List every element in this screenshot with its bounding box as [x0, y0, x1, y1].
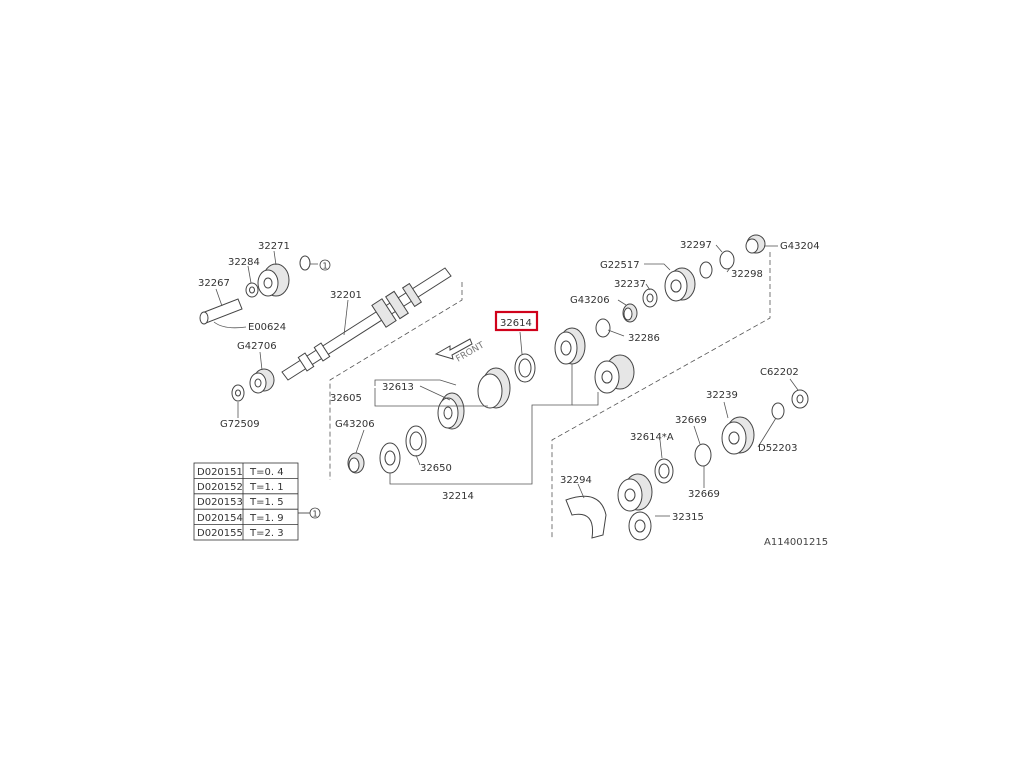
callout-32239[interactable]: 32239	[706, 390, 738, 401]
callout-32669-lower[interactable]: 32669	[688, 489, 720, 500]
part-32315-bearing-upper[interactable]	[617, 473, 653, 512]
part-32267-pin[interactable]	[199, 298, 243, 325]
part-32315-bearing-lower[interactable]	[628, 511, 652, 541]
part-32239-gear[interactable]	[721, 416, 755, 455]
callout-32214[interactable]: 32214	[442, 491, 474, 502]
highlight-box-32614	[494, 310, 539, 332]
part-G43204-needle-bearing[interactable]	[745, 234, 766, 254]
part-G72509-washer[interactable]	[231, 384, 245, 402]
callout-G22517[interactable]: G22517	[600, 260, 640, 271]
part-32284-washer[interactable]	[245, 282, 259, 298]
part-32214-gear-left[interactable]	[379, 442, 401, 474]
part-32614-synchro-ring[interactable]	[514, 353, 536, 383]
part-snap-ring-upper-left[interactable]	[299, 255, 311, 271]
callout-32201[interactable]: 32201	[330, 290, 362, 301]
leader-lines	[213, 244, 799, 517]
part-32614A-synchro-ring[interactable]	[654, 458, 674, 484]
part-32605-sleeve[interactable]	[477, 367, 511, 409]
callout-32650[interactable]: 32650	[420, 463, 452, 474]
part-32271-gear[interactable]	[257, 263, 290, 297]
callout-32614[interactable]: 32614	[500, 318, 532, 329]
callout-G43206-right[interactable]: G43206	[570, 295, 610, 306]
part-32286-collar[interactable]	[595, 318, 611, 338]
shim-row-2-thickness: T=1. 1	[249, 482, 284, 493]
shim-row-3-thickness: T=1. 5	[249, 497, 284, 508]
callout-32298[interactable]: 32298	[731, 269, 763, 280]
part-32201-mainshaft[interactable]	[281, 267, 452, 381]
callout-E00624[interactable]: E00624	[248, 322, 286, 333]
callout-C62202[interactable]: C62202	[760, 367, 799, 378]
part-32237-bushing[interactable]	[642, 288, 658, 308]
part-G42706-bearing[interactable]	[249, 368, 275, 394]
callout-32669-upper[interactable]: 32669	[675, 415, 707, 426]
shim-row-4-part: D020154	[197, 513, 243, 524]
shim-row-5-part: D020155	[197, 528, 243, 539]
callout-32315[interactable]: 32315	[672, 512, 704, 523]
front-arrow: FRONT	[434, 338, 487, 365]
callout-32297[interactable]: 32297	[680, 240, 712, 251]
diagram-code: A114001215	[764, 537, 828, 548]
callout-32286[interactable]: 32286	[628, 333, 660, 344]
callout-32271[interactable]: 32271	[258, 241, 290, 252]
callout-G43204[interactable]: G43204	[780, 241, 820, 252]
callout-32614A[interactable]: 32614*A	[630, 432, 674, 443]
part-32650-ring[interactable]	[405, 425, 427, 457]
part-G43206-needle-bearing-right[interactable]	[622, 303, 638, 323]
callout-G72509[interactable]: G72509	[220, 419, 260, 430]
part-32605-hub[interactable]	[437, 392, 465, 430]
shim-row-1-part: D020151	[197, 467, 243, 478]
shim-table-ref: 1	[313, 510, 318, 519]
group-frame-right	[551, 252, 771, 540]
shim-row-4-thickness: T=1. 9	[249, 513, 284, 524]
callout-G43206-left[interactable]: G43206	[335, 419, 375, 430]
callout-32605[interactable]: 32605	[330, 393, 362, 404]
part-G22517-bearing[interactable]	[664, 267, 696, 302]
callout-32284[interactable]: 32284	[228, 257, 260, 268]
shim-row-5-thickness: T=2. 3	[249, 528, 284, 539]
circled-ref-upper: 1	[319, 259, 331, 271]
callout-G42706[interactable]: G42706	[237, 341, 277, 352]
part-32294-plate[interactable]	[565, 495, 607, 539]
part-G43206-needle-bearing-left[interactable]	[347, 452, 365, 474]
part-32214-gear-lower[interactable]	[594, 354, 635, 394]
circled-ref-upper-label: 1	[323, 262, 328, 271]
shim-table: D020151 T=0. 4 D020152 T=1. 1 D020153 T=…	[193, 462, 321, 541]
part-32298-collar[interactable]	[719, 250, 735, 270]
part-C62202-nut[interactable]	[791, 389, 809, 409]
shim-row-3-part: D020153	[197, 497, 243, 508]
part-32214-gear-right[interactable]	[554, 327, 586, 365]
callout-32613[interactable]: 32613	[382, 382, 414, 393]
shim-row-1-thickness: T=0. 4	[249, 467, 284, 478]
callout-32237[interactable]: 32237	[614, 279, 646, 290]
part-32669-snap-ring[interactable]	[694, 443, 712, 467]
shim-row-2-part: D020152	[197, 482, 243, 493]
callout-D52203[interactable]: D52203	[758, 443, 798, 454]
callout-32294[interactable]: 32294	[560, 475, 592, 486]
part-D52203-washer[interactable]	[771, 402, 785, 420]
group-frame-left	[329, 282, 463, 480]
part-32297-washer[interactable]	[699, 261, 713, 279]
callout-32267[interactable]: 32267	[198, 278, 230, 289]
